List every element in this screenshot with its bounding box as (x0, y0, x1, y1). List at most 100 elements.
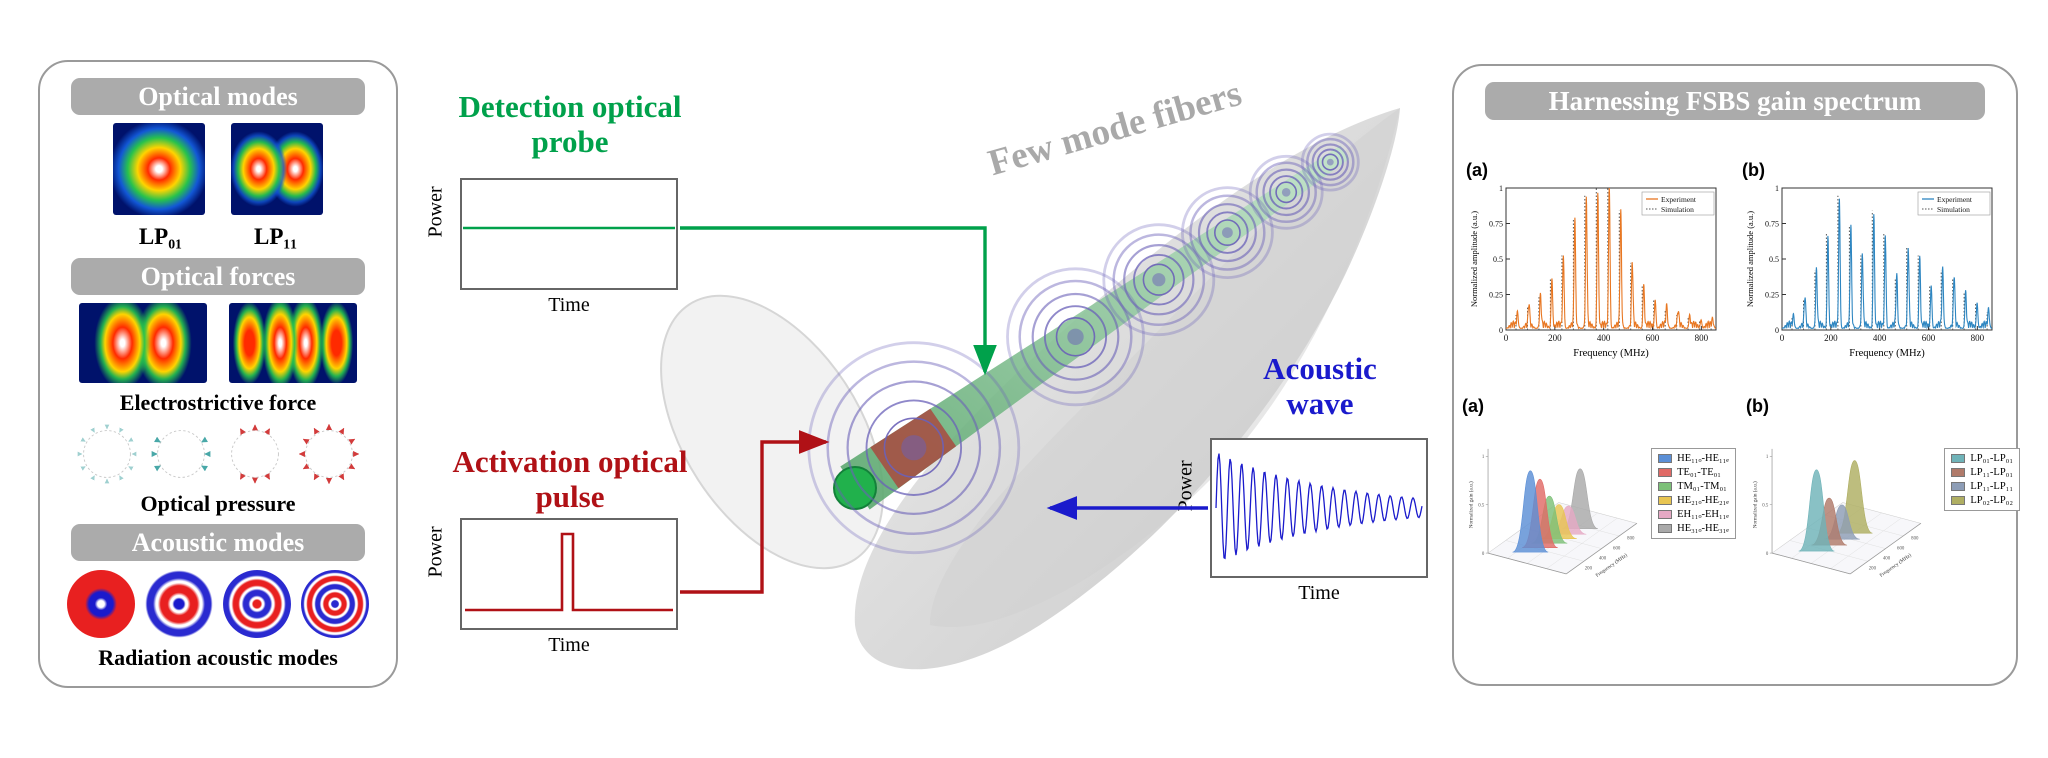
optical-modes-row (113, 123, 323, 216)
electrostrictive-force-image-1 (79, 303, 207, 384)
svg-text:0: 0 (1504, 333, 1509, 343)
svg-text:1: 1 (1499, 184, 1503, 193)
gain-3d-b-letter: (b) (1746, 396, 1769, 416)
svg-text:Frequency (MHz): Frequency (MHz) (1849, 348, 1925, 359)
probe-plot-xlabel: Time (548, 294, 590, 316)
svg-text:200: 200 (1548, 333, 1562, 343)
legend-swatch (1951, 496, 1966, 505)
svg-text:0.25: 0.25 (1765, 291, 1779, 300)
legend-swatch (1951, 468, 1966, 477)
legend-entry: HE₁₁ₒ-HE₁₁ₑ (1658, 453, 1729, 464)
pulse-plot-box (460, 518, 678, 630)
detection-probe-label: Detection optical probe (458, 89, 682, 159)
svg-text:Simulation: Simulation (1661, 205, 1694, 214)
legend-label: LP₁₁-LP₀₁ (1970, 467, 2013, 478)
svg-text:0.5: 0.5 (1762, 504, 1769, 509)
acoustic-mode-image-2 (145, 569, 213, 638)
gain-3d-a-letter: (a) (1462, 396, 1484, 416)
fsbs-header: Harnessing FSBS gain spectrum (1485, 82, 1985, 121)
radiation-acoustic-modes-label: Radiation acoustic modes (98, 644, 338, 670)
legend-entry: HE₃₁ₒ-HE₃₁ₑ (1658, 523, 1729, 534)
optical-pressure-image-1 (77, 424, 137, 484)
electrostrictive-force-image-2 (229, 303, 357, 384)
legend-swatch (1658, 510, 1673, 519)
pulse-plot-xlabel: Time (548, 634, 590, 656)
spectrum-a-letter: (a) (1466, 160, 1488, 180)
svg-text:200: 200 (1824, 333, 1838, 343)
legend-entry: TE₀₁-TE₀₁ (1658, 467, 1729, 478)
svg-text:0: 0 (1780, 333, 1785, 343)
optical-pressure-label: Optical pressure (140, 490, 296, 516)
legend-label: HE₃₁ₒ-HE₃₁ₑ (1677, 523, 1729, 534)
svg-text:0: 0 (1775, 326, 1779, 335)
svg-text:0.5: 0.5 (1493, 255, 1503, 264)
svg-text:Frequency (MHz): Frequency (MHz) (1573, 348, 1649, 359)
legend-entry: LP₀₂-LP₀₂ (1951, 495, 2013, 506)
probe-plot-box (460, 178, 678, 290)
lp11-mode-image (231, 123, 323, 216)
legend-swatch (1658, 524, 1673, 533)
svg-text:800: 800 (1695, 333, 1709, 343)
acoustic-mode-image-3 (223, 569, 291, 638)
acoustic-mode-image-1 (67, 569, 135, 638)
svg-text:Frequency (MHz): Frequency (MHz) (1594, 552, 1629, 579)
pulse-power-time-plot: Power Time (425, 518, 710, 668)
legend-entry: LP₀₁-LP₀₁ (1951, 453, 2013, 464)
svg-text:800: 800 (1627, 536, 1635, 541)
acoustic-mode-image-4 (301, 569, 369, 638)
legend-entry: LP₁₁-LP₁₁ (1951, 481, 2013, 492)
svg-text:1: 1 (1766, 455, 1769, 460)
svg-text:200: 200 (1869, 567, 1877, 572)
legend-entry: LP₁₁-LP₀₁ (1951, 467, 2013, 478)
acoustic-trace (1215, 453, 1423, 560)
svg-text:0.5: 0.5 (1769, 255, 1779, 264)
acoustic-wave-label: Acoustic wave (1263, 351, 1377, 421)
svg-text:400: 400 (1597, 333, 1611, 343)
svg-text:200: 200 (1585, 567, 1593, 572)
legend-label: TE₀₁-TE₀₁ (1677, 467, 1721, 478)
svg-text:0: 0 (1482, 552, 1485, 557)
acoustic-plot-box (1210, 438, 1428, 578)
svg-text:0.5: 0.5 (1478, 504, 1485, 509)
legend-swatch (1951, 482, 1966, 491)
lp01-label: LP₀₁ (138, 223, 182, 249)
probe-trace (463, 226, 675, 230)
svg-text:Normalized amplitude (a.u.): Normalized amplitude (a.u.) (1469, 211, 1479, 307)
svg-text:Normalized gain (a.u.): Normalized gain (a.u.) (1751, 481, 1758, 528)
optical-pressure-row (77, 423, 359, 484)
fiber-input-tip (833, 466, 877, 510)
svg-text:Experiment: Experiment (1661, 195, 1697, 204)
legend-label: EH₁₁ₒ-EH₁₁ₑ (1677, 509, 1729, 520)
activation-pulse-label: Activation optical pulse (452, 444, 688, 514)
svg-text:600: 600 (1897, 547, 1905, 552)
svg-text:1: 1 (1482, 455, 1485, 460)
gain-3d-b-legend: LP₀₁-LP₀₁ LP₁₁-LP₀₁ LP₁₁-LP₁₁ LP₀₂-LP₀₂ (1944, 448, 2020, 511)
acoustic-plot-ylabel: Power (1174, 460, 1197, 512)
pulse-trace (465, 532, 673, 612)
lp11-label: LP₁₁ (254, 223, 298, 249)
probe-plot-ylabel: Power (424, 186, 447, 238)
optical-modes-header: Optical modes (71, 78, 365, 116)
optical-pressure-image-2 (151, 429, 211, 478)
svg-text:Experiment: Experiment (1937, 195, 1973, 204)
legend-swatch (1658, 496, 1673, 505)
legend-label: LP₀₂-LP₀₂ (1970, 495, 2013, 506)
legend-label: HE₂₁ₒ-HE₂₁ₑ (1677, 495, 1729, 506)
fiber-core (840, 145, 1350, 510)
lp01-mode-image (113, 123, 205, 216)
svg-text:1: 1 (1775, 184, 1779, 193)
right-panel: Harnessing FSBS gain spectrum (a) 0 200 40… (1452, 64, 2020, 686)
svg-text:600: 600 (1613, 547, 1621, 552)
acoustic-plot-xlabel: Time (1298, 582, 1340, 604)
optical-forces-header: Optical forces (71, 257, 365, 295)
acoustic-modes-row (67, 569, 369, 638)
electrostrictive-label: Electrostrictive force (119, 390, 317, 416)
